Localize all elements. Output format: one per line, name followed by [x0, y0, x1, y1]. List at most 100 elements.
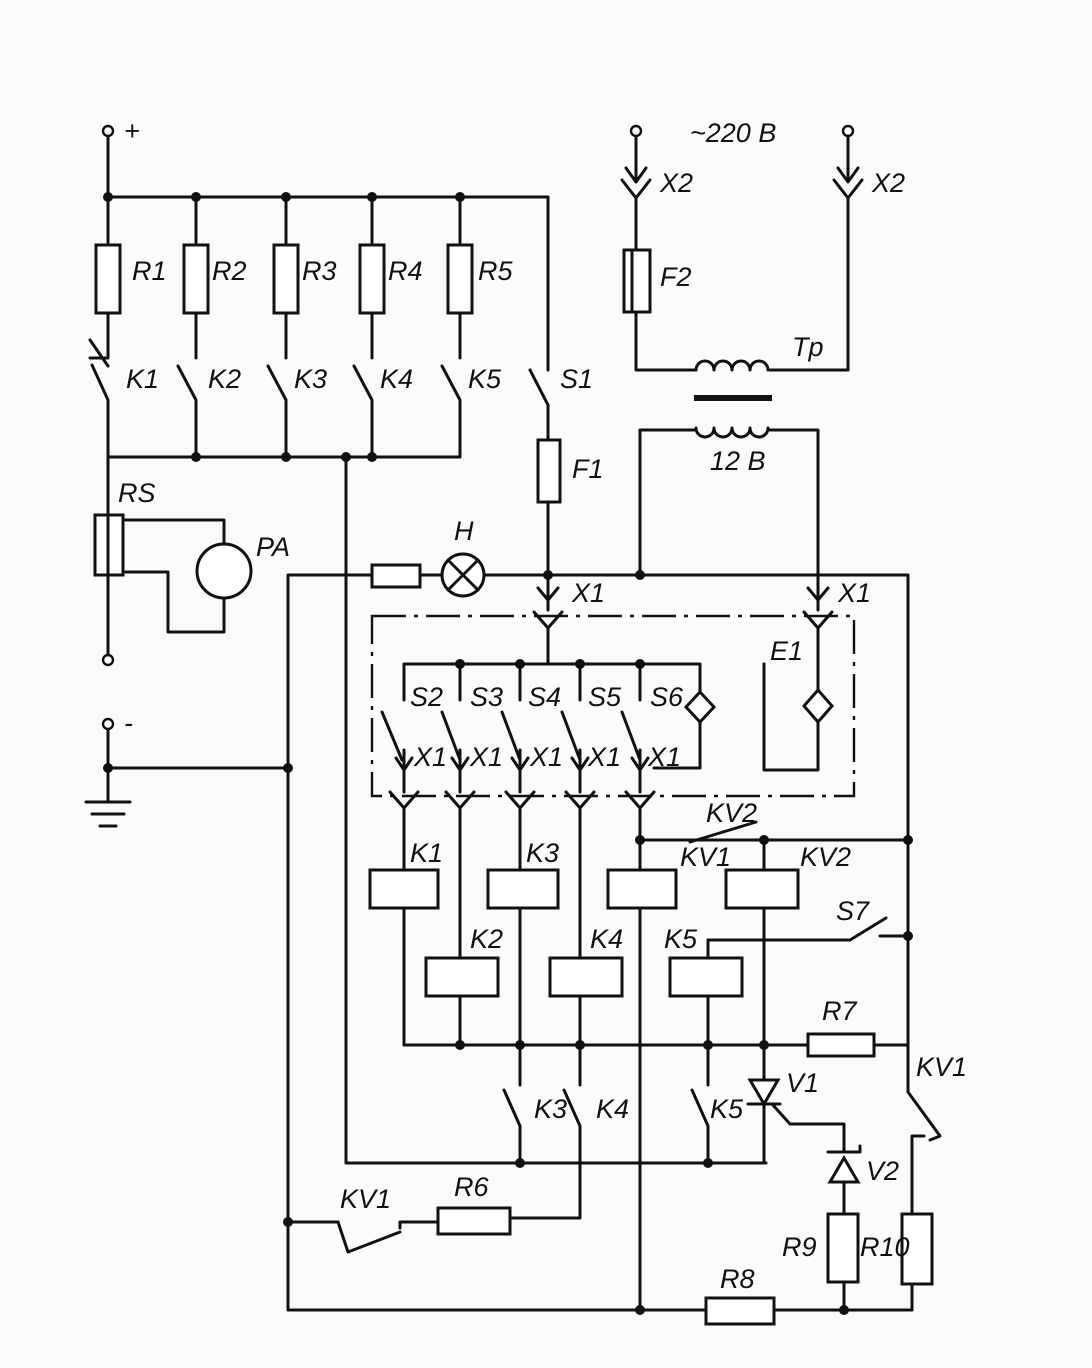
label-k3-lower-contact: K3	[534, 1094, 567, 1124]
kv1-contact-right: KV1	[906, 1048, 967, 1216]
top-bus-junctions	[103, 192, 465, 202]
svg-text:S3: S3	[470, 682, 503, 712]
resistor-lamp-series	[370, 563, 422, 589]
connector-x2-left: X2	[620, 134, 693, 252]
svg-text:S6: S6	[650, 682, 684, 712]
relay-coil-kv2: KV2	[724, 842, 851, 910]
switch-s2: S2 X1	[380, 682, 447, 772]
kv2-contact: KV2	[688, 798, 758, 844]
svg-text:-: -	[124, 708, 133, 738]
resistor-r3: R3	[272, 243, 337, 315]
negative-terminal: -	[101, 708, 133, 738]
resistor-r5: R5	[446, 243, 513, 315]
shunt-wires	[106, 518, 226, 657]
connector-x2-right: X2	[832, 134, 905, 372]
resistor-r6: R6	[436, 1172, 512, 1236]
switch-s6: S6 X1	[620, 682, 684, 772]
positive-terminal: +	[101, 116, 140, 146]
switch-s7: S7	[836, 896, 888, 942]
svg-text:S7: S7	[836, 896, 870, 926]
shunt-rs: RS	[93, 478, 156, 577]
label-k4-lower-contact: K4	[596, 1094, 629, 1124]
svg-text:R7: R7	[822, 996, 857, 1026]
resistor-r9: R9	[782, 1212, 860, 1312]
svg-text:S2: S2	[410, 682, 443, 712]
svg-text:X1: X1	[529, 742, 563, 772]
svg-text:KV1: KV1	[680, 842, 731, 872]
label-k4-contact: K4	[380, 364, 413, 394]
svg-text:R1: R1	[132, 256, 167, 286]
sensor-diamond-left	[683, 689, 717, 725]
ground-icon	[84, 728, 290, 828]
coil-return-bus	[402, 906, 910, 1312]
svg-text:R2: R2	[212, 256, 247, 286]
switch-s3: S3 X1	[440, 682, 503, 772]
svg-text:KV1: KV1	[340, 1184, 391, 1214]
svg-text:X2: X2	[871, 168, 905, 198]
svg-text:R8: R8	[720, 1264, 755, 1294]
label-k2-contact: K2	[208, 364, 241, 394]
svg-text:R4: R4	[388, 256, 423, 286]
lamp-feed-wire	[286, 573, 914, 1312]
svg-text:X1: X1	[837, 578, 871, 608]
svg-text:X1: X1	[469, 742, 503, 772]
ammeter-pa: PA	[195, 532, 290, 600]
resistor-r2: R2	[182, 243, 247, 315]
resistor-r7: R7	[806, 996, 876, 1058]
label-s1-switch: S1	[560, 364, 593, 394]
switch-s4: S4 X1	[500, 682, 563, 772]
relay-coil-k5: K5	[664, 924, 744, 998]
e1-bus-junctions	[455, 659, 645, 669]
relay-coil-k3: K3	[486, 838, 560, 910]
svg-text:S4: S4	[528, 682, 561, 712]
connector-x1-e1: X1	[802, 578, 871, 692]
svg-text:R3: R3	[302, 256, 337, 286]
label-mains-voltage: ~220 В	[690, 118, 776, 148]
contact-switches-wires	[88, 311, 550, 459]
svg-text:X1: X1	[413, 742, 447, 772]
switch-s5: S5 X1	[560, 682, 622, 772]
main-wire-junctions	[283, 570, 645, 1227]
svg-text:RS: RS	[118, 478, 156, 508]
kv1-contact-bottom: KV1	[336, 1184, 402, 1254]
connector-x1-main: X1	[532, 578, 605, 666]
thyristor-v1: V1	[746, 1068, 846, 1165]
junctions-coil-top	[635, 835, 913, 941]
label-secondary-voltage: 12 В	[710, 446, 766, 476]
sensor-diamond-right	[802, 687, 834, 725]
svg-text:R6: R6	[454, 1172, 489, 1202]
transformer-primary-wires	[634, 310, 850, 372]
resistor-r8: R8	[704, 1264, 776, 1326]
e1-module-boundary	[370, 614, 856, 798]
svg-text:X1: X1	[571, 578, 605, 608]
svg-text:X1: X1	[587, 742, 621, 772]
relay-coil-kv1: KV1	[606, 842, 731, 910]
lamp-h: H	[440, 516, 486, 598]
svg-text:R9: R9	[782, 1232, 817, 1262]
svg-text:KV2: KV2	[706, 798, 757, 828]
transformer-secondary-wires	[638, 428, 820, 602]
svg-text:S5: S5	[588, 682, 622, 712]
svg-text:K2: K2	[470, 924, 503, 954]
lower-contacts-wires	[502, 1043, 710, 1220]
svg-text:X2: X2	[659, 168, 693, 198]
svg-text:V2: V2	[866, 1156, 899, 1186]
r6-branch-wire	[286, 1216, 514, 1230]
lower-contact-junctions	[515, 1158, 713, 1168]
svg-text:K4: K4	[590, 924, 623, 954]
transformer-tp: Tp 12 В	[694, 332, 824, 476]
label-k5-contact: K5	[468, 364, 502, 394]
svg-text:F2: F2	[660, 262, 692, 292]
fuse-f2: F2	[622, 248, 692, 314]
svg-text:H: H	[454, 516, 474, 546]
label-k5-lower-contact: K5	[710, 1094, 744, 1124]
label-k1-contact: K1	[126, 364, 159, 394]
svg-text:V1: V1	[786, 1068, 819, 1098]
fuse-f1: F1	[536, 438, 604, 504]
resistor-r1: R1	[94, 243, 167, 315]
zener-diode-v2: V2	[826, 1144, 899, 1216]
top-bus-wire	[106, 134, 550, 372]
e1-internal-bus	[402, 662, 820, 772]
svg-text:K3: K3	[526, 838, 559, 868]
